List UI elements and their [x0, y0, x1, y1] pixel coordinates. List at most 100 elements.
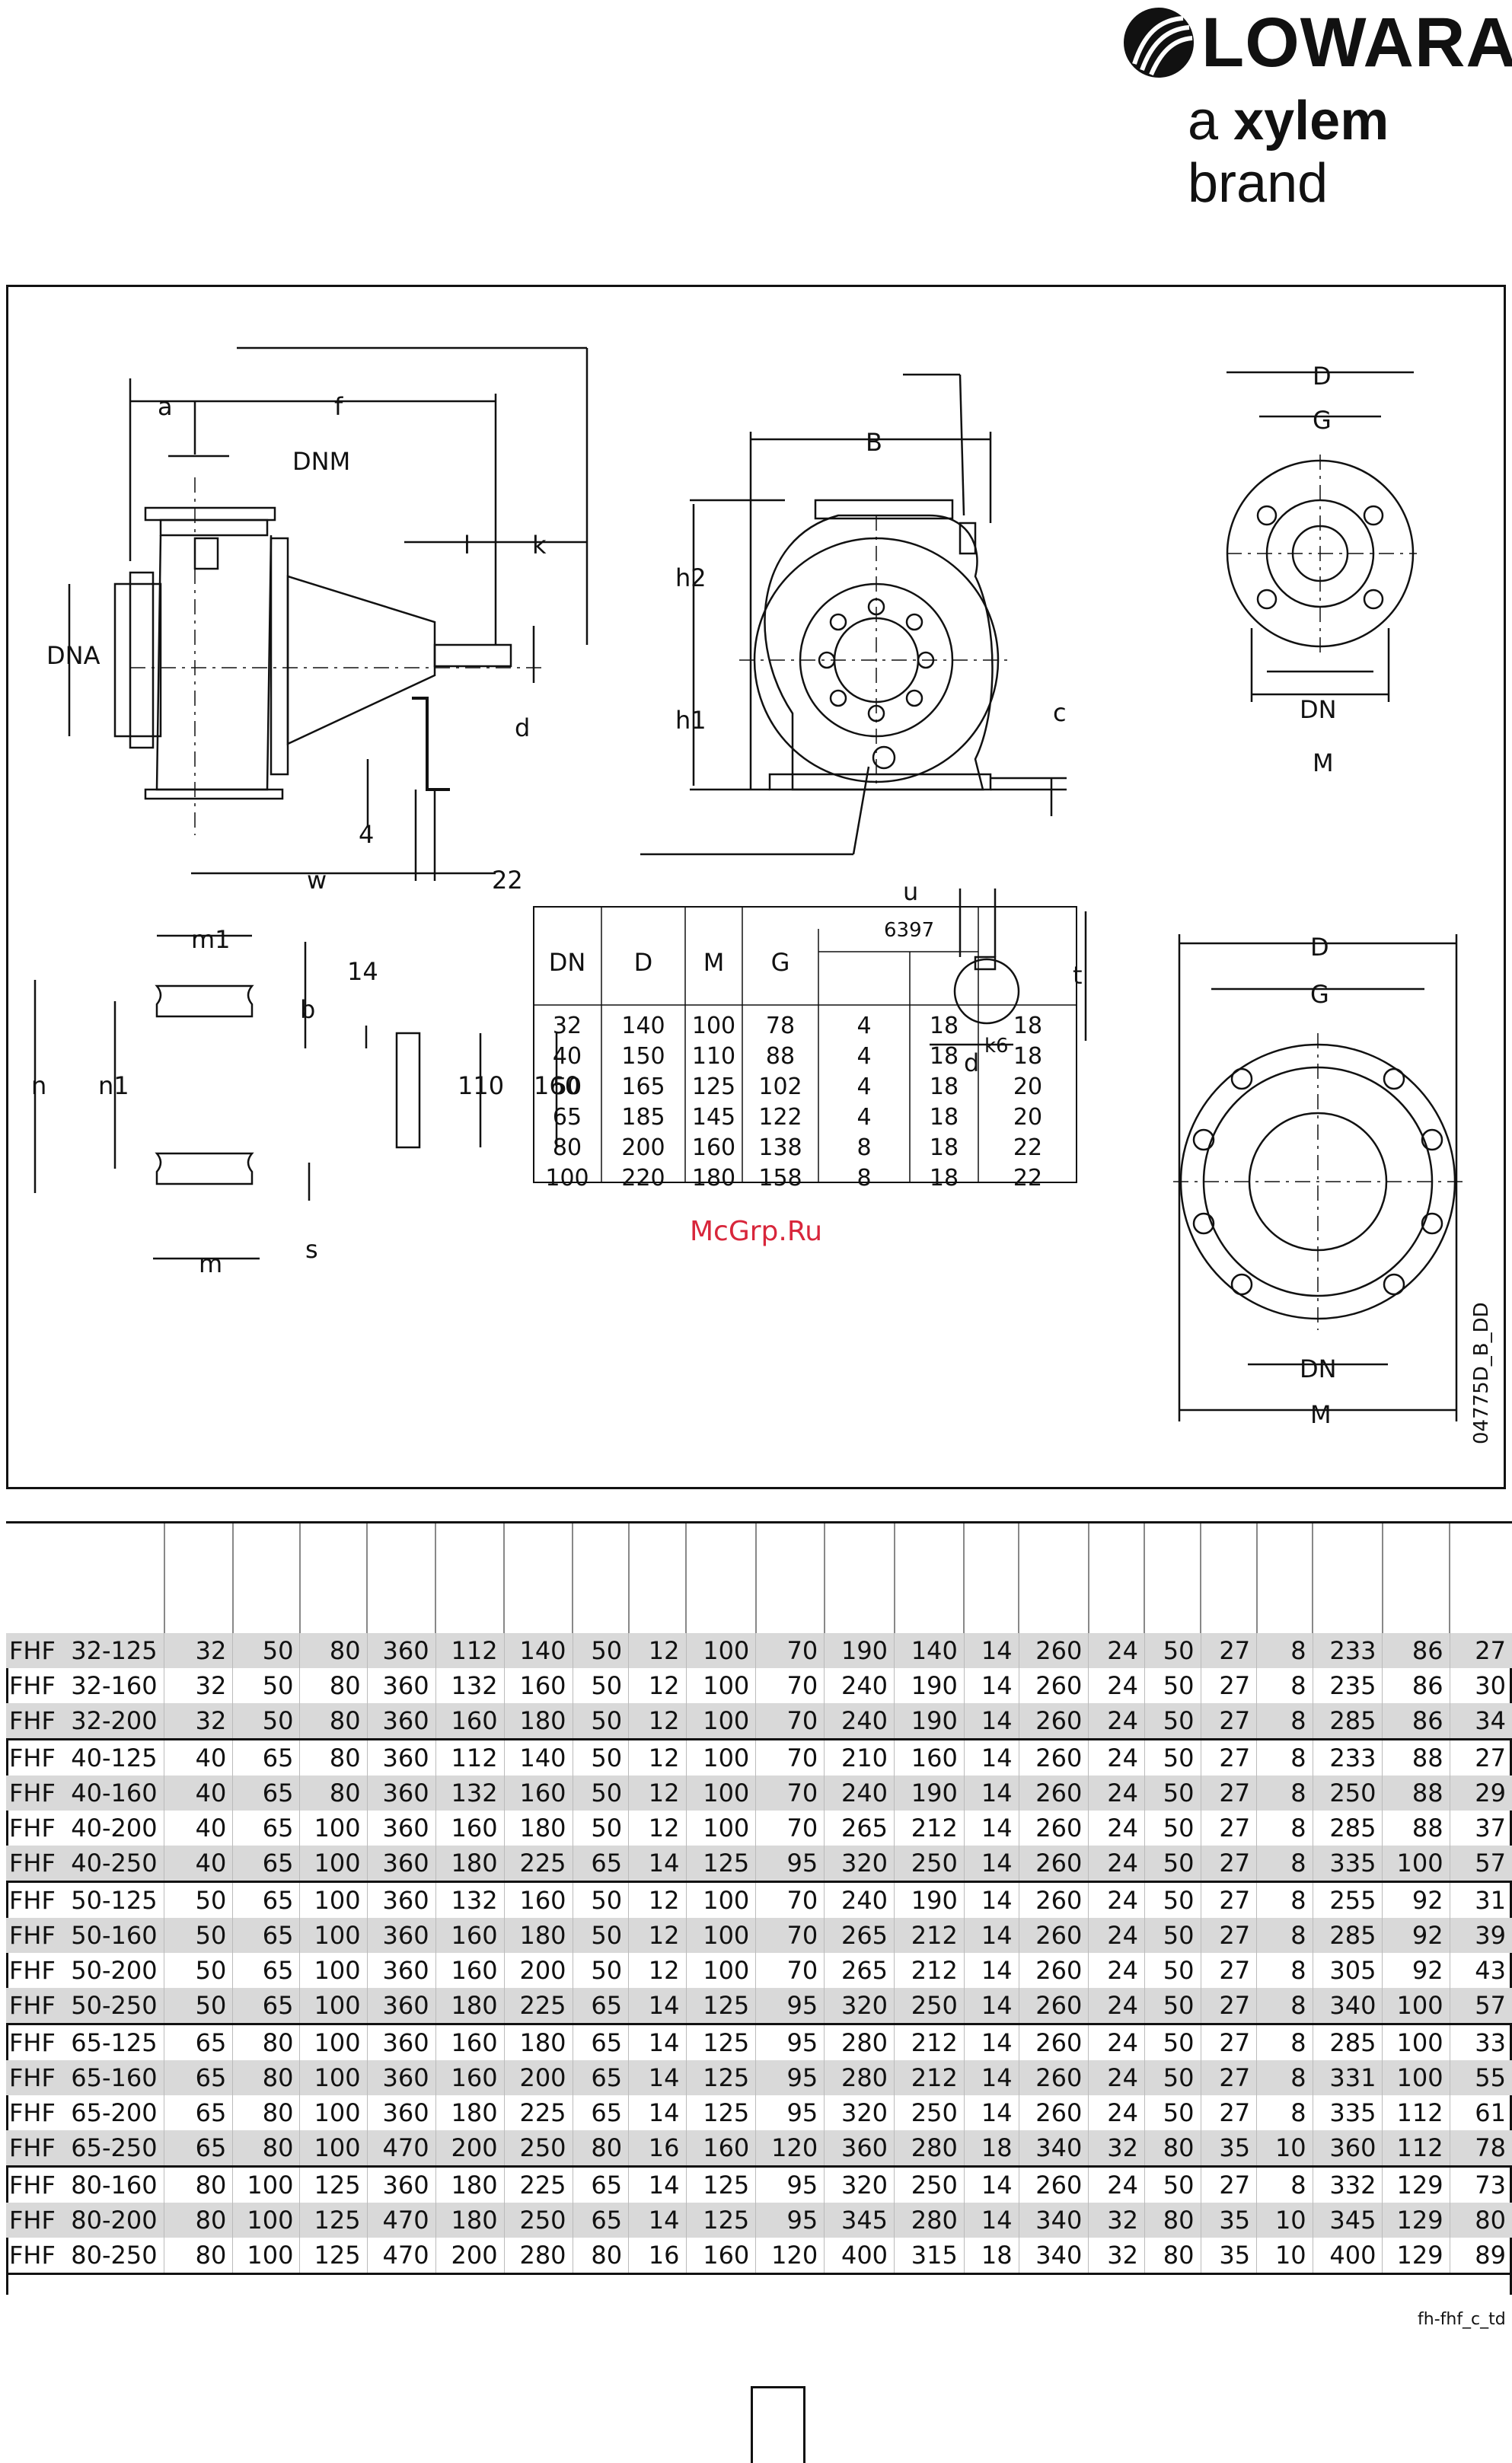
- value-cell: 92: [1382, 1881, 1450, 1918]
- value-cell: 340: [1312, 1988, 1383, 2024]
- value-cell: 140: [503, 1633, 573, 1668]
- flange-cell: 145: [691, 1104, 736, 1131]
- flange-cell: 138: [758, 1134, 802, 1161]
- value-cell: 95: [755, 1988, 825, 2024]
- value-cell: 285: [1312, 1703, 1383, 1740]
- value-cell: 65: [572, 2203, 629, 2238]
- value-cell: 212: [894, 1918, 965, 1953]
- value-cell: 70: [755, 1703, 825, 1740]
- flange-cell: 65: [552, 1104, 582, 1131]
- value-cell: 260: [1018, 2165, 1089, 2203]
- value-cell: 27: [1200, 1811, 1257, 1846]
- value-cell: 37: [1449, 1811, 1512, 1846]
- value-cell: 100: [685, 1703, 756, 1740]
- dim-label-dnm: DNM: [292, 447, 350, 476]
- flange-cell: 220: [621, 1165, 665, 1192]
- value-cell: 65: [232, 1738, 300, 1775]
- flange-cell: 150: [621, 1043, 665, 1070]
- value-cell: 100: [299, 1953, 368, 1988]
- drawing-svg: a f DNM l k DNA d 4 w 22 B h2 h1 c D G D…: [31, 346, 1493, 1444]
- value-cell: 100: [685, 1918, 756, 1953]
- value-cell: 180: [503, 1703, 573, 1740]
- value-cell: 320: [824, 2095, 895, 2130]
- value-cell: 120: [755, 2130, 825, 2167]
- value-cell: 80: [1144, 2130, 1201, 2167]
- table-header-cell: [1087, 1521, 1145, 1633]
- dim-label-4: 4: [359, 820, 374, 849]
- value-cell: 80: [232, 2060, 300, 2095]
- dim-label-b: b: [300, 995, 315, 1024]
- value-cell: 260: [1018, 1738, 1089, 1775]
- flange-cell: 80: [552, 1134, 582, 1161]
- tagline-brand: brand: [1188, 153, 1329, 214]
- value-cell: 27: [1200, 1846, 1257, 1882]
- value-cell: 12: [628, 1703, 686, 1740]
- value-cell: 95: [755, 1846, 825, 1882]
- value-cell: 12: [628, 1738, 686, 1775]
- value-cell: 260: [1018, 1668, 1089, 1703]
- flange-cell: 4: [856, 1043, 872, 1070]
- flange-cell: 100: [691, 1013, 736, 1039]
- value-cell: 14: [963, 1633, 1019, 1668]
- value-cell: 50: [1144, 1988, 1201, 2024]
- value-cell: 360: [366, 1775, 436, 1811]
- value-cell: 285: [1312, 1918, 1383, 1953]
- value-cell: 50: [1144, 2023, 1201, 2060]
- flange-cell: 18: [929, 1165, 959, 1192]
- table-header-cell: [1449, 1521, 1512, 1633]
- flange-header-dn: DN: [548, 948, 586, 977]
- flange-detail-bottom: [1173, 934, 1463, 1421]
- value-cell: 50: [1144, 1811, 1201, 1846]
- value-cell: 120: [755, 2238, 825, 2275]
- table-header-cell: [627, 1521, 686, 1633]
- flange-cell: 18: [929, 1104, 959, 1131]
- value-cell: 10: [1256, 2203, 1313, 2238]
- value-cell: 24: [1088, 1988, 1145, 2024]
- table-header-cell: [298, 1521, 368, 1633]
- value-cell: 27: [1200, 1668, 1257, 1703]
- value-cell: 360: [1312, 2130, 1383, 2167]
- value-cell: 190: [894, 1703, 965, 1740]
- value-cell: 8: [1256, 1775, 1313, 1811]
- value-cell: 260: [1018, 2060, 1089, 2095]
- value-cell: 125: [685, 2060, 756, 2095]
- value-cell: 180: [503, 2023, 573, 2060]
- value-cell: 33: [1449, 2023, 1512, 2060]
- value-cell: 260: [1018, 1775, 1089, 1811]
- value-cell: 360: [366, 1918, 436, 1953]
- value-cell: 35: [1200, 2238, 1257, 2275]
- model-cell: FHF 65-250: [6, 2130, 164, 2167]
- value-cell: 332: [1312, 2165, 1383, 2203]
- value-cell: 160: [435, 2060, 505, 2095]
- value-cell: 65: [572, 2095, 629, 2130]
- value-cell: 12: [628, 1881, 686, 1918]
- value-cell: 50: [1144, 1668, 1201, 1703]
- table-header-cell: [1018, 1521, 1089, 1633]
- value-cell: 88: [1382, 1811, 1450, 1846]
- dim-label-u: u: [903, 877, 918, 906]
- model-cell: FHF 50-160: [6, 1918, 164, 1953]
- value-cell: 250: [894, 2095, 965, 2130]
- model-cell: FHF 32-125: [6, 1633, 164, 1668]
- value-cell: 65: [232, 1988, 300, 2024]
- value-cell: 100: [685, 1668, 756, 1703]
- value-cell: 212: [894, 1953, 965, 1988]
- value-cell: 112: [1382, 2095, 1450, 2130]
- value-cell: 70: [755, 1918, 825, 1953]
- value-cell: 8: [1256, 1953, 1313, 1988]
- table-header-cell: [503, 1521, 573, 1633]
- value-cell: 32: [164, 1633, 233, 1668]
- value-cell: 24: [1088, 1668, 1145, 1703]
- value-cell: 160: [503, 1775, 573, 1811]
- flange-cell: 200: [621, 1134, 665, 1161]
- value-cell: 180: [503, 1918, 573, 1953]
- value-cell: 50: [1144, 2095, 1201, 2130]
- value-cell: 50: [572, 1703, 629, 1740]
- dim-label-g-top: G: [1313, 406, 1332, 435]
- value-cell: 35: [1200, 2203, 1257, 2238]
